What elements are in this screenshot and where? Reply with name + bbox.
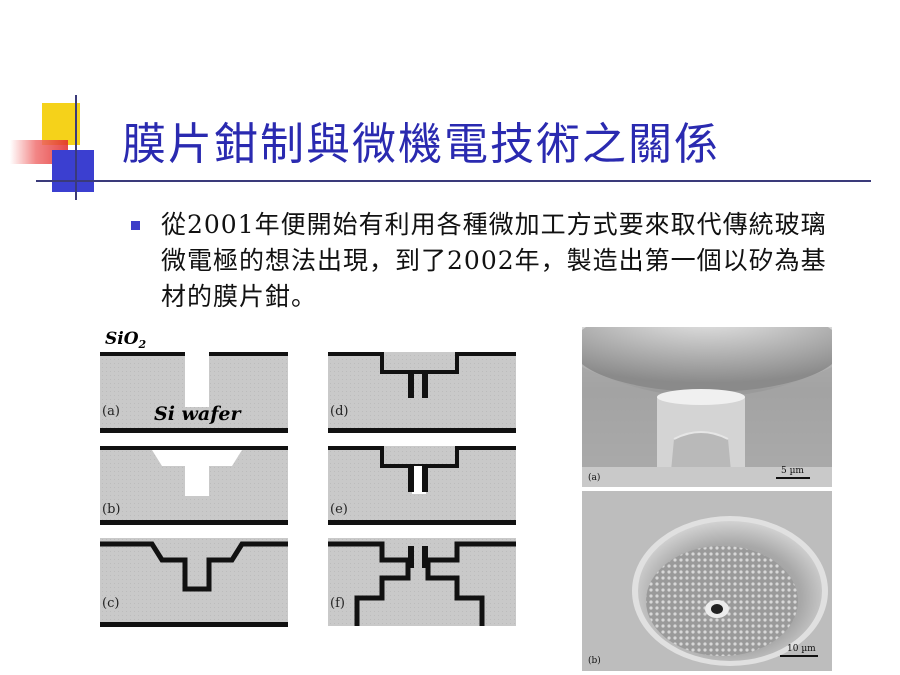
sio2-label: SiO2 (105, 329, 147, 351)
sem-image-bottom: (b) 10 µm (582, 491, 832, 671)
decor-yellow-square (42, 103, 80, 145)
panel-b: (b) (100, 446, 288, 525)
sem-image-top: (a) 5 µm (582, 327, 832, 487)
panel-a: (a) Si wafer (100, 352, 288, 433)
slide-title: 膜片鉗制與微機電技術之關係 (122, 119, 720, 170)
bullet-text: 從2001年便開始有利用各種微加工方式要來取代傳統玻璃微電極的想法出現，到了20… (161, 210, 827, 311)
panel-c-label: (c) (102, 596, 119, 611)
sem-top-scale-label: 5 µm (781, 466, 804, 476)
panel-d-label: (d) (330, 404, 348, 419)
panel-e: (e) (328, 446, 516, 525)
sem-bottom-scale-label: 10 µm (787, 644, 816, 654)
panel-e-label: (e) (330, 502, 348, 517)
sem-bottom-scale-bar (780, 655, 818, 657)
si-wafer-label: Si wafer (154, 403, 242, 425)
bullet-icon (131, 221, 140, 230)
panel-f-label: (f) (330, 596, 345, 611)
panel-a-label: (a) (102, 404, 120, 419)
sem-bottom-panel-label: (b) (588, 655, 601, 666)
panel-f: (f) (328, 538, 516, 626)
panel-c: (c) (100, 538, 288, 627)
sem-top-panel-label: (a) (588, 472, 600, 483)
panel-d: (d) (328, 352, 516, 433)
decor-blue-square (52, 150, 94, 192)
decor-horizontal-line (36, 180, 871, 182)
panel-b-label: (b) (102, 502, 120, 517)
sem-top-scale-bar (776, 477, 810, 479)
fabrication-schematic: SiO2 (a) Si wafer (b) (c) (d) (100, 329, 516, 627)
decor-vertical-line (75, 95, 77, 200)
